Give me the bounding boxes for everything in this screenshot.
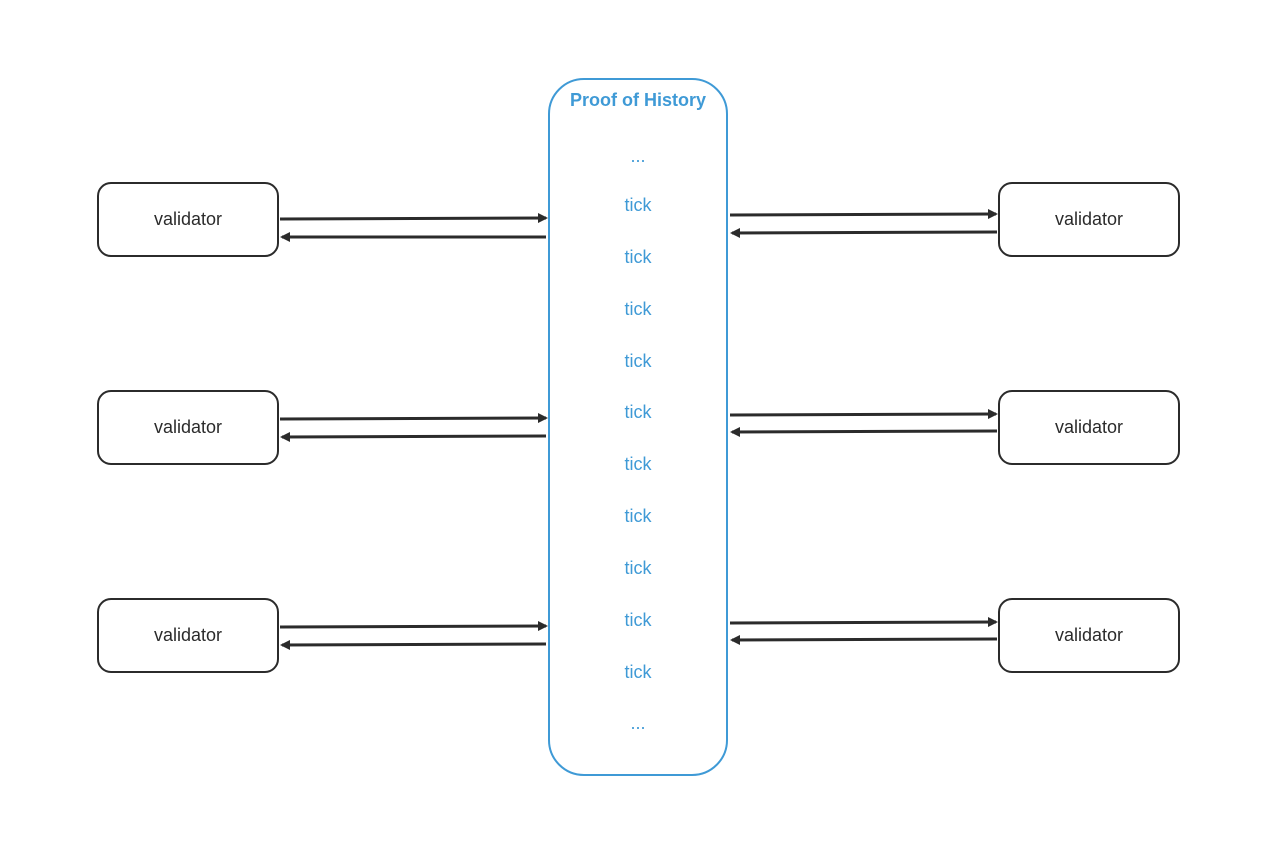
validator-right-2: validator — [998, 390, 1180, 465]
validator-left-1: validator — [97, 182, 279, 257]
poh-tick: tick — [624, 610, 652, 630]
poh-tick: tick — [624, 454, 652, 474]
proof-of-history-title: Proof of History — [569, 90, 706, 110]
validator-label: validator — [153, 209, 223, 229]
poh-tick: tick — [624, 351, 652, 371]
validator-right-1: validator — [998, 182, 1180, 257]
arrow-right-1-to-poh — [730, 227, 998, 238]
arrow-right-2-to-poh — [730, 426, 998, 437]
proof-of-history-box: Proof of History ... tick tick tick tick… — [548, 78, 728, 776]
poh-tick: tick — [624, 299, 652, 319]
arrow-poh-to-left-3 — [280, 639, 547, 650]
validator-label: validator — [153, 625, 223, 645]
poh-tick: tick — [624, 558, 652, 578]
arrow-left-2-to-poh — [279, 413, 548, 424]
poh-tick: tick — [624, 402, 652, 422]
arrow-left-1-to-poh — [279, 213, 548, 224]
validator-label: validator — [1054, 209, 1124, 229]
validator-label: validator — [1054, 625, 1124, 645]
arrow-poh-to-right-3 — [729, 617, 998, 628]
poh-tick: tick — [624, 247, 652, 267]
poh-tick: tick — [624, 662, 652, 682]
arrow-poh-to-right-1 — [729, 209, 998, 220]
poh-ellipsis-bottom: ... — [630, 713, 646, 733]
validator-left-2: validator — [97, 390, 279, 465]
validator-label: validator — [153, 417, 223, 437]
arrow-left-3-to-poh — [279, 621, 548, 632]
validator-left-3: validator — [97, 598, 279, 673]
arrow-poh-to-left-2 — [280, 431, 547, 442]
arrow-right-3-to-poh — [730, 634, 998, 645]
poh-tick: tick — [624, 506, 652, 526]
arrow-poh-to-right-2 — [729, 409, 998, 420]
validator-right-3: validator — [998, 598, 1180, 673]
poh-ellipsis-top: ... — [630, 146, 646, 166]
poh-tick: tick — [624, 195, 652, 215]
validator-label: validator — [1054, 417, 1124, 437]
